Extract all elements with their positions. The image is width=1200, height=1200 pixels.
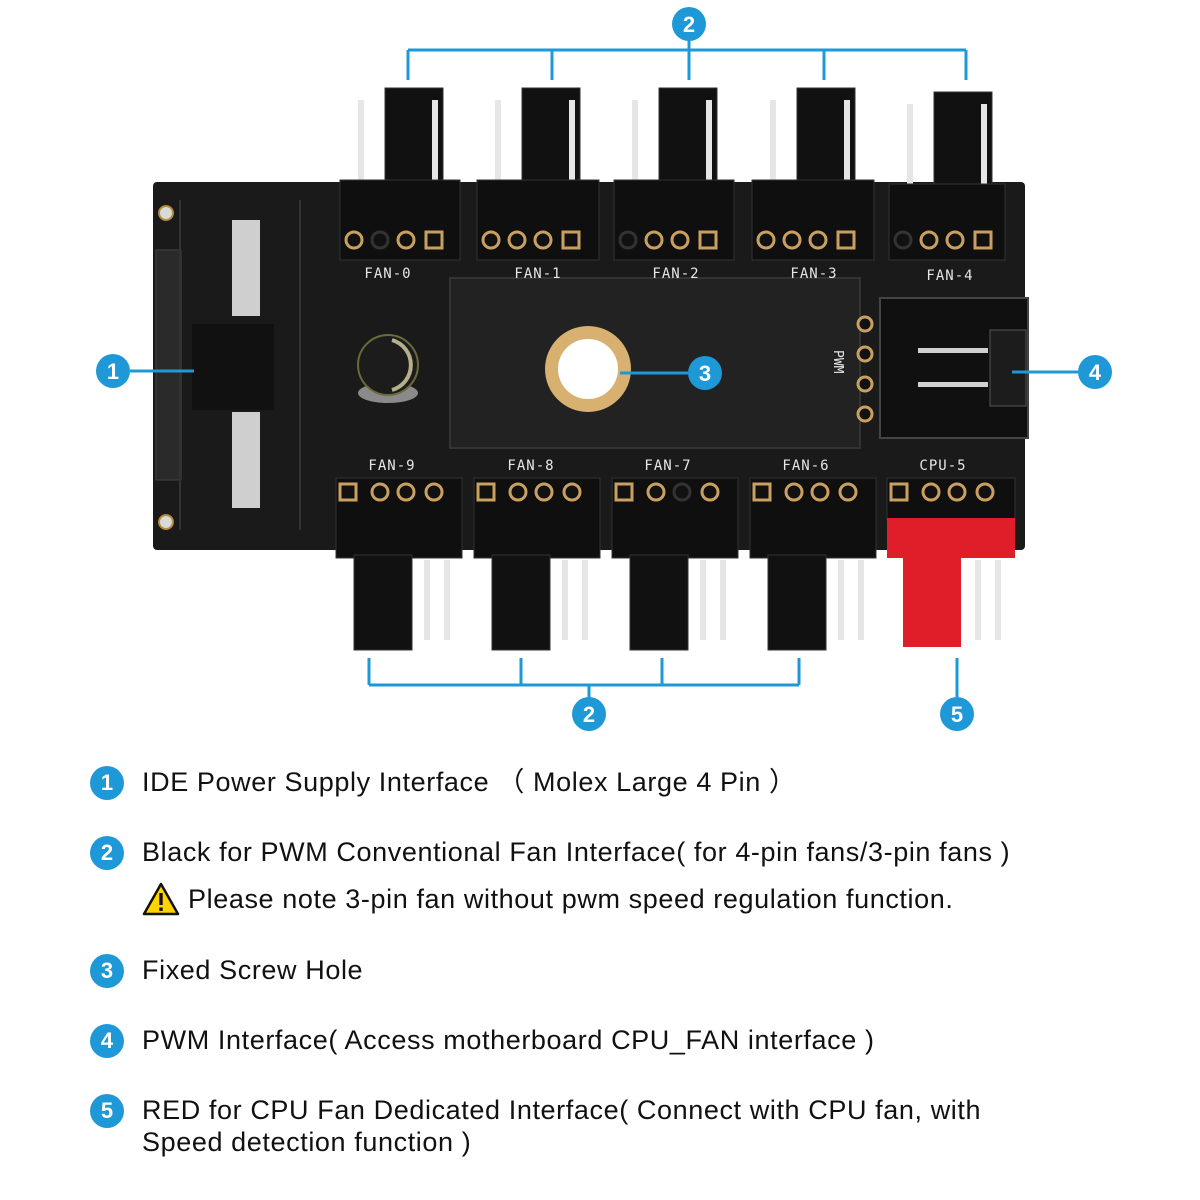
fan-hub-diagram: 2 FAN xyxy=(96,7,1112,731)
legend-badge-1: 1 xyxy=(90,766,124,800)
port-label-cpu-5: CPU-5 xyxy=(919,458,966,474)
svg-text:4: 4 xyxy=(1089,360,1102,385)
svg-text:5: 5 xyxy=(951,702,963,727)
pwm-input-connector: PWM xyxy=(830,297,1029,439)
legend-item-4: 4 PWM Interface( Access motherboard CPU_… xyxy=(90,1024,1150,1058)
port-label-fan-7: FAN-7 xyxy=(644,458,691,474)
top-fan-bracket xyxy=(406,38,968,80)
callout-3: 3 xyxy=(620,356,722,390)
legend-text-4: PWM Interface( Access motherboard CPU_FA… xyxy=(142,1025,875,1055)
legend: 1 IDE Power Supply Interface （ Molex Lar… xyxy=(0,752,1200,1192)
svg-text:2: 2 xyxy=(683,12,695,37)
callout-2-bottom: 2 xyxy=(572,697,606,731)
port-label-fan-9: FAN-9 xyxy=(368,458,415,474)
port-label-fan-8: FAN-8 xyxy=(507,458,554,474)
screw-hole xyxy=(545,326,631,412)
warning-icon xyxy=(142,882,180,916)
legend-note: Please note 3-pin fan without pwm speed … xyxy=(142,882,953,916)
legend-item-1: 1 IDE Power Supply Interface （ Molex Lar… xyxy=(90,766,1150,800)
bottom-fan-connectors: FAN-9 FAN-8 FAN-7 xyxy=(335,458,1016,651)
legend-text-2: Black for PWM Conventional Fan Interface… xyxy=(142,837,1011,867)
top-fan-connectors: FAN-0 FAN-1 FAN-2 xyxy=(339,87,1006,284)
callout-4: 4 xyxy=(1012,355,1112,389)
callout-2-top: 2 xyxy=(672,7,706,41)
svg-text:3: 3 xyxy=(699,361,711,386)
port-label-fan-6: FAN-6 xyxy=(782,458,829,474)
legend-text-1: IDE Power Supply Interface （ Molex Large… xyxy=(142,767,797,797)
port-label-fan-1: FAN-1 xyxy=(514,266,561,282)
legend-text-5-line-1: RED for CPU Fan Dedicated Interface( Con… xyxy=(142,1095,982,1125)
svg-text:2: 2 xyxy=(583,702,595,727)
port-label-fan-0: FAN-0 xyxy=(364,266,411,282)
legend-item-3: 3 Fixed Screw Hole xyxy=(90,954,1150,988)
legend-badge-5: 5 xyxy=(90,1094,124,1128)
callout-1: 1 xyxy=(96,354,194,388)
port-label-fan-3: FAN-3 xyxy=(790,266,837,282)
legend-badge-4: 4 xyxy=(90,1024,124,1058)
legend-text-5-line-2: Speed detection function ) xyxy=(142,1127,472,1157)
port-label-fan-2: FAN-2 xyxy=(652,266,699,282)
legend-text-3: Fixed Screw Hole xyxy=(142,955,364,985)
legend-item-2: 2 Black for PWM Conventional Fan Interfa… xyxy=(90,836,1150,870)
legend-note-text: Please note 3-pin fan without pwm speed … xyxy=(188,884,954,914)
legend-item-5: 5 RED for CPU Fan Dedicated Interface( C… xyxy=(90,1094,1150,1158)
port-label-fan-4: FAN-4 xyxy=(926,268,973,284)
callout-5: 5 xyxy=(940,658,974,731)
svg-text:1: 1 xyxy=(107,359,119,384)
bottom-fan-bracket xyxy=(367,658,801,698)
pwm-label: PWM xyxy=(830,350,845,374)
legend-badge-3: 3 xyxy=(90,954,124,988)
legend-text-5: RED for CPU Fan Dedicated Interface( Con… xyxy=(142,1094,981,1158)
legend-badge-2: 2 xyxy=(90,836,124,870)
